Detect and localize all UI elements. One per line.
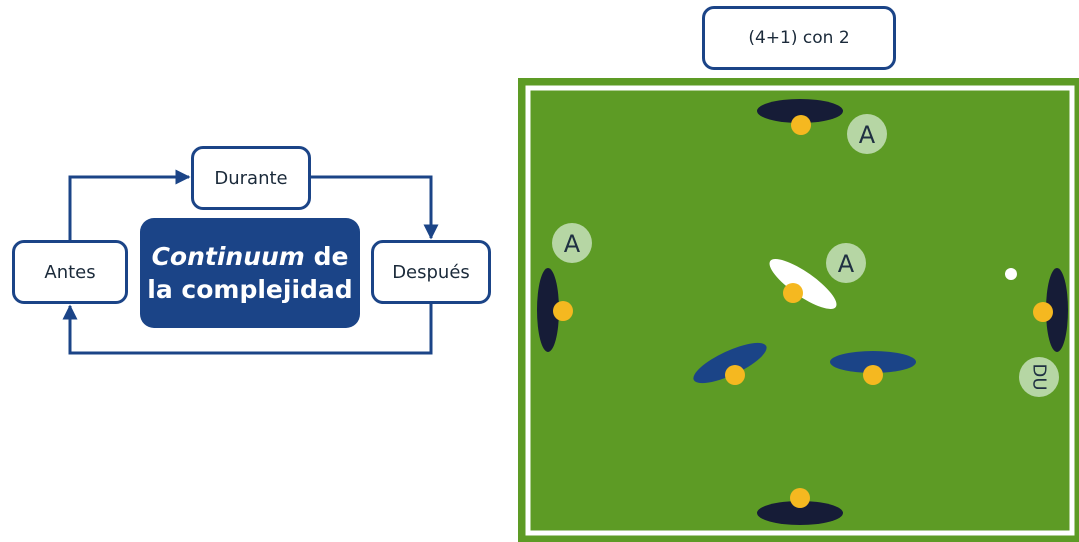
despues-box: Después	[371, 240, 491, 304]
badge-a-top-label: A	[859, 121, 876, 149]
field-grass	[518, 78, 1079, 542]
arrow-durante-to-despues	[311, 175, 439, 240]
durante-box: Durante	[191, 146, 311, 210]
continuum-de: de	[313, 242, 349, 271]
dark-player-right-zone	[1046, 268, 1068, 352]
dark-player-left-zone	[537, 268, 559, 352]
badge-du-label: DU	[1029, 363, 1050, 390]
continuum-box: Continuum de la complejidad	[140, 218, 360, 328]
player-blue-left	[725, 365, 745, 385]
field-boundary	[525, 85, 1075, 536]
player-left	[553, 301, 573, 321]
badge-a-left-label: A	[564, 230, 581, 258]
badge-a-top	[847, 114, 887, 154]
player-blue-right	[863, 365, 883, 385]
badge-a-center	[826, 243, 866, 283]
ball	[1005, 268, 1017, 280]
continuum-line2: la complejidad	[147, 275, 353, 304]
badge-a-left	[552, 223, 592, 263]
player-top	[791, 115, 811, 135]
continuum-line1: Continuum de	[152, 240, 349, 273]
player-right	[1033, 302, 1053, 322]
player-neutral	[783, 283, 803, 303]
badge-a-center-label: A	[838, 250, 855, 278]
antes-box: Antes	[12, 240, 128, 304]
field-title-box: (4+1) con 2	[702, 6, 896, 70]
dark-player-top-zone	[757, 99, 843, 123]
player-bottom	[790, 488, 810, 508]
badge-du	[1019, 357, 1059, 397]
arrow-antes-to-durante	[68, 169, 191, 240]
blue-player-right-zone	[830, 351, 916, 373]
despues-label: Después	[392, 261, 470, 283]
durante-label: Durante	[214, 167, 288, 189]
neutral-player-zone	[769, 259, 837, 309]
continuum-italic: Continuum	[151, 242, 305, 271]
dark-player-bottom-zone	[757, 501, 843, 525]
antes-label: Antes	[44, 261, 96, 283]
cycle-arrows	[62, 169, 439, 355]
arrow-despues-to-antes	[62, 304, 433, 355]
field-title: (4+1) con 2	[748, 28, 850, 48]
blue-player-left-zone	[693, 342, 767, 384]
